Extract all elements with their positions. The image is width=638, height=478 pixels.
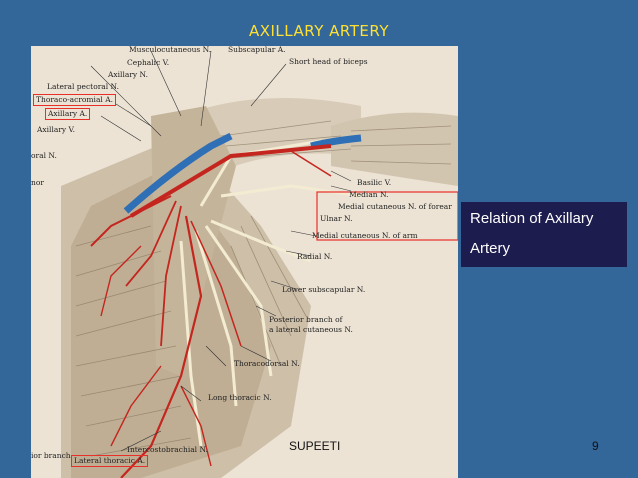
label-cephalic-vein: Cephalic V. — [127, 58, 170, 67]
label-lower-subscapular-nerve: Lower subscapular N. — [282, 285, 366, 294]
label-medial-cutaneous-arm: Medial cutaneous N. of arm — [312, 231, 418, 240]
label-ior-branch: ior branch — [31, 451, 71, 460]
label-median-nerve: Median N. — [349, 190, 389, 199]
label-short-head-biceps: Short head of biceps — [289, 57, 368, 66]
label-radial-nerve: Radial N. — [297, 252, 333, 261]
label-lateral-thoracic-artery: Lateral thoracic A. — [71, 455, 149, 467]
page-number: 9 — [592, 439, 599, 453]
label-medial-cutaneous-forearm: Medial cutaneous N. of forear — [338, 202, 452, 211]
label-nor: nor — [31, 178, 44, 187]
caption-box: Relation of Axillary Artery — [461, 202, 627, 267]
footer-text: SUPEETI — [289, 439, 341, 453]
label-basilic-vein: Basilic V. — [357, 178, 392, 187]
label-intercostobrachial-nerve: Intercostobrachial N. — [127, 445, 208, 454]
caption-line-1: Relation of Axillary — [470, 210, 594, 227]
label-oral-nerve: oral N. — [31, 151, 57, 160]
label-thoracodorsal-nerve: Thoracodorsal N. — [234, 359, 300, 368]
caption-line-2: Artery — [470, 240, 511, 257]
axilla-dissection-drawing — [31, 46, 458, 478]
anatomy-illustration: Musculocutaneous N. Subscapular A. Short… — [31, 46, 458, 478]
label-axillary-vein: Axillary V. — [37, 125, 76, 134]
label-ulnar-nerve: Ulnar N. — [320, 214, 353, 223]
label-posterior-branch-line2: a lateral cutaneous N. — [269, 325, 353, 334]
label-axillary-artery: Axillary A. — [45, 108, 91, 120]
label-lateral-pectoral-nerve: Lateral pectoral N. — [47, 82, 120, 91]
label-long-thoracic-nerve: Long thoracic N. — [208, 393, 272, 402]
label-axillary-nerve: Axillary N. — [108, 70, 148, 79]
label-subscapular-artery: Subscapular A. — [228, 46, 286, 54]
label-posterior-branch-line1: Posterior branch of — [269, 315, 343, 324]
label-musculocutaneous-nerve: Musculocutaneous N. — [129, 46, 212, 54]
label-thoraco-acromial-artery: Thoraco-acromial A. — [33, 94, 116, 106]
slide-title: AXILLARY ARTERY — [248, 22, 390, 40]
